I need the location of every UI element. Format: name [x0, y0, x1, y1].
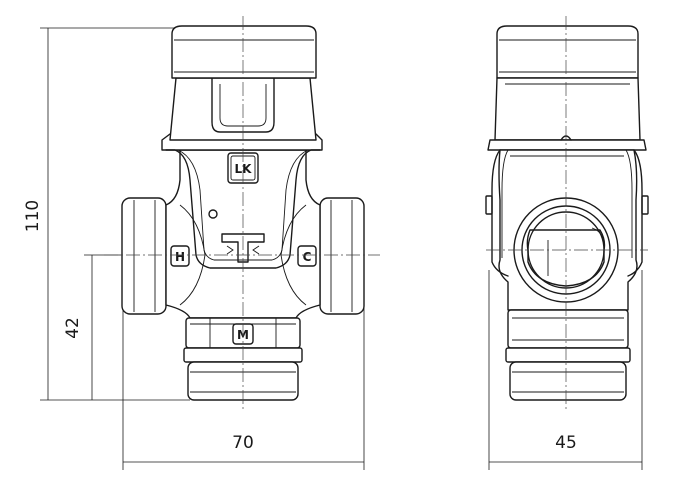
dimension-label-center-height: 42 — [63, 317, 83, 339]
dimension-label-front-width: 70 — [232, 433, 254, 453]
brand-logo-text: LK — [235, 162, 253, 176]
valve-front-view: LK H C M — [104, 16, 380, 412]
port-label-hot: H — [175, 250, 185, 264]
valve-side-view — [485, 16, 649, 412]
dimension-label-total-height: 110 — [23, 200, 43, 232]
dimension-lines — [40, 27, 643, 470]
dimension-label-side-width: 45 — [555, 433, 577, 453]
port-label-cold: C — [303, 250, 312, 264]
